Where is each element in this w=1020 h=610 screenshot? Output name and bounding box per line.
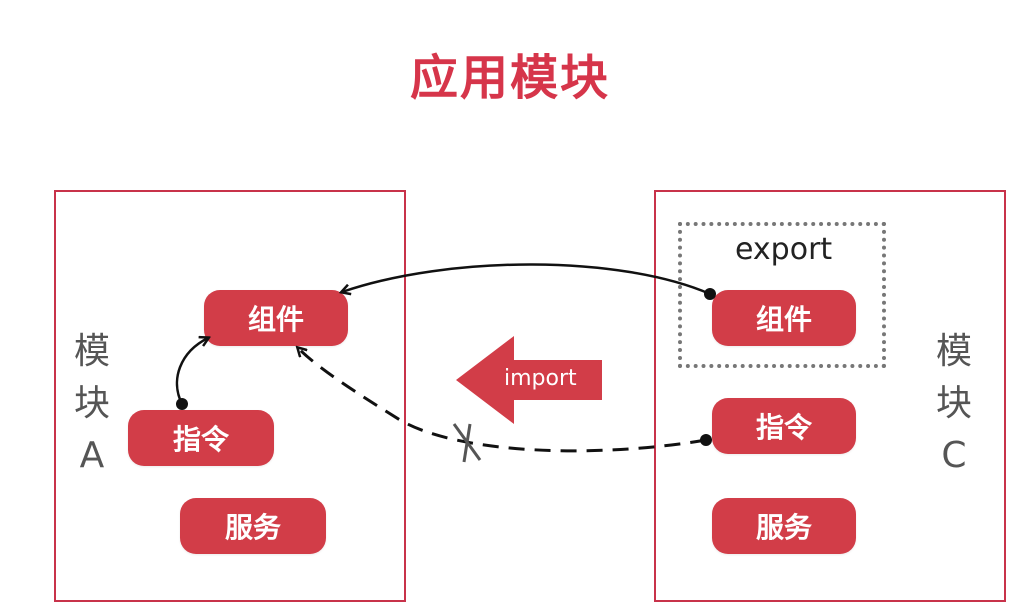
directive-a-connector-dot [176, 398, 188, 410]
directive-a-connector [175, 338, 208, 405]
module-a-directive: 指令 [128, 410, 274, 466]
import-arrow-icon [456, 336, 602, 424]
diagram-title: 应用模块 [409, 50, 610, 106]
module-a-label-char-1: 模 [73, 331, 110, 372]
export-label: export [735, 232, 833, 267]
module-c-label-char-1: 模 [935, 331, 972, 372]
export-connector [342, 263, 711, 294]
module-c-component: 组件 [712, 290, 856, 346]
module-a-component: 组件 [204, 290, 348, 346]
module-a-label-char-2: 块 [73, 383, 110, 424]
export-dotted-box [678, 222, 886, 368]
import-label: import [504, 366, 577, 391]
module-c-label-char-3: C [941, 435, 967, 476]
module-a-label-char-3: A [79, 435, 105, 476]
module-c-label: 模 块 C [934, 326, 974, 482]
module-a-label: 模 块 A [72, 326, 112, 482]
module-c-label-char-2: 块 [935, 383, 972, 424]
module-c-directive: 指令 [712, 398, 856, 454]
blocked-connector-dot [700, 434, 712, 446]
export-connector-dot [704, 288, 716, 300]
module-c-service: 服务 [712, 498, 856, 554]
blocked-connector [298, 348, 707, 453]
module-a-service: 服务 [180, 498, 326, 554]
blocked-cross-icon [452, 423, 482, 463]
